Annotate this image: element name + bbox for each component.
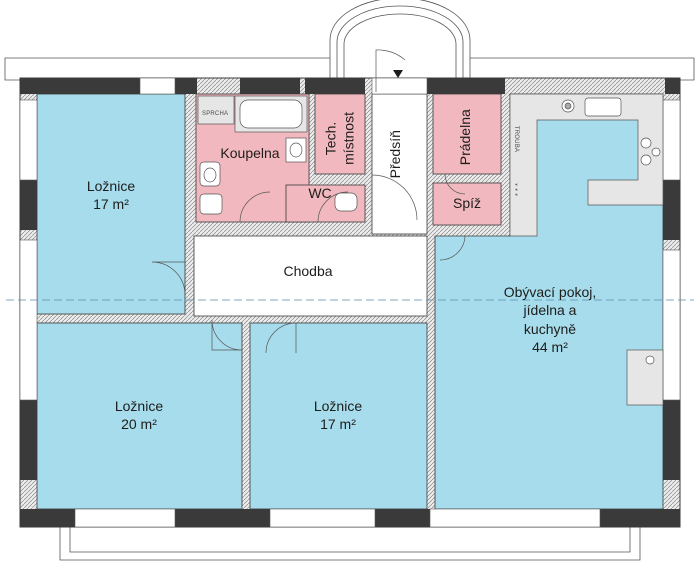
label-koupelna: Koupelna: [200, 144, 300, 162]
room-name-line1: Obývací pokoj,: [503, 284, 597, 300]
label-tech: Tech. místnost: [322, 98, 359, 178]
room-loznice-nw: [36, 93, 186, 315]
label-spiz: Spíž: [447, 194, 487, 212]
label-loznice-s: Ložnice 17 m²: [298, 397, 378, 434]
room-chodba: [193, 235, 428, 317]
label-trouba: TROUBA: [513, 125, 520, 153]
room-name-line3: kuchyně: [523, 320, 577, 337]
room-name: Ložnice: [86, 178, 136, 194]
label-obyvaci: Obývací pokoj, jídelna a kuchyně 44 m²: [480, 283, 620, 357]
room-name: Předsíň: [386, 130, 403, 179]
room-area: 17 m²: [320, 416, 356, 433]
windows: [19, 77, 681, 528]
room-loznice-sw: [36, 322, 243, 510]
bathroom-fixtures: [197, 95, 358, 215]
label-wc: WC: [300, 184, 340, 202]
label-burners: * * *: [515, 182, 523, 197]
label-predsin: Předsíň: [386, 114, 404, 194]
room-loznice-s: [249, 322, 428, 510]
door-swings: [151, 173, 466, 354]
label-sprcha: SPRCHA: [202, 111, 229, 117]
room-pradelna: [432, 93, 502, 175]
room-spiz: [432, 182, 502, 226]
room-name: Prádelna: [456, 109, 473, 166]
label-chodba: Chodba: [258, 262, 358, 280]
room-area: 20 m²: [121, 416, 157, 433]
room-name-line2: jídelna a: [523, 302, 577, 319]
wall-caps: [20, 78, 680, 527]
room-tech: [314, 93, 366, 175]
room-area: 44 m²: [532, 339, 568, 356]
kitchen-counter: [509, 93, 664, 406]
entrance-door: [371, 49, 428, 95]
room-name: Ložnice: [313, 398, 363, 414]
room-name: Spíž: [452, 195, 481, 211]
label-loznice-sw: Ložnice 20 m²: [99, 397, 179, 434]
entrance-porch: [329, 0, 471, 80]
room-name: WC: [308, 185, 332, 201]
label-pradelna: Prádelna: [456, 97, 474, 177]
label-loznice-nw: Ložnice 17 m²: [71, 177, 151, 214]
room-predsin: [371, 93, 428, 235]
room-name: Koupelna: [220, 145, 280, 161]
room-area: 17 m²: [93, 196, 129, 213]
room-name: Chodba: [283, 263, 333, 279]
room-name: Ložnice: [114, 398, 164, 414]
room-name-line1: Tech.: [322, 121, 339, 156]
terrace-outline: [4, 57, 695, 561]
room-name-line2: místnost: [341, 112, 357, 165]
